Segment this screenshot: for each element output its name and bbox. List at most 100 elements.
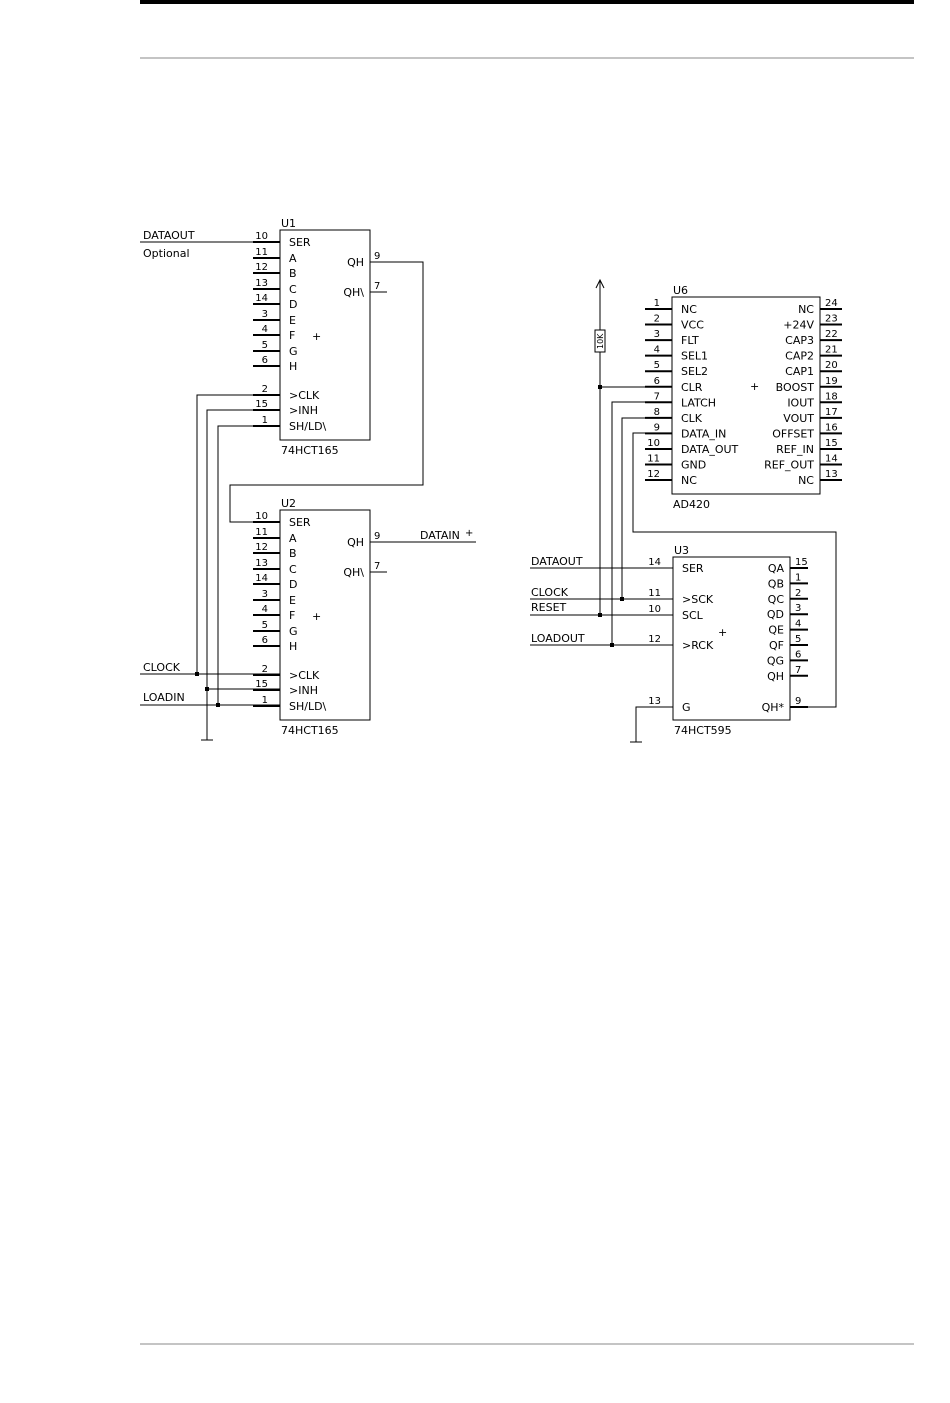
- chip-u1-part: 74HCT165: [281, 444, 339, 457]
- pin-number: 1: [262, 695, 268, 706]
- pin-number: 13: [648, 696, 661, 707]
- pin-number: 3: [795, 603, 801, 614]
- pin-name: D: [289, 298, 297, 311]
- net-label-clock-left: CLOCK: [143, 661, 181, 674]
- net-label-loadout: LOADOUT: [531, 632, 585, 645]
- pin-number: 5: [262, 620, 268, 631]
- header-bar: [140, 0, 914, 4]
- pin-number: 5: [795, 634, 801, 645]
- pin-number: 5: [654, 360, 660, 371]
- vcc-arrow-head: [595, 278, 605, 289]
- pin-number: 14: [648, 557, 661, 568]
- pin-number: 18: [825, 391, 838, 402]
- pin-number: 9: [374, 531, 380, 542]
- pin-name: QD: [767, 608, 784, 621]
- pin-name: C: [289, 283, 297, 296]
- pin-name: >SCK: [682, 593, 714, 606]
- pin-name: QH: [347, 536, 364, 549]
- pin-name: QH\: [343, 286, 364, 299]
- pin-name: SCL: [682, 609, 704, 622]
- pin-name: C: [289, 563, 297, 576]
- pin-name: FLT: [681, 334, 699, 347]
- pin-name: NC: [681, 303, 697, 316]
- pin-number: 2: [262, 664, 268, 675]
- wire-clock-to-u1: [196, 394, 280, 674]
- pin-name: QH*: [762, 701, 785, 714]
- pin-name: QB: [768, 577, 784, 590]
- net-label-dataout-right: DATAOUT: [531, 555, 583, 568]
- net-note-optional: Optional: [143, 247, 190, 260]
- wire-datain-loop: [632, 432, 837, 708]
- pin-name: QF: [769, 639, 784, 652]
- chip-u3-ref: U3: [674, 544, 689, 557]
- pin-name: QH: [767, 670, 784, 683]
- pin-number: 9: [654, 422, 660, 433]
- pin-name: B: [289, 547, 297, 560]
- chip-u1-ref: U1: [281, 217, 296, 230]
- chip-u6-part: AD420: [673, 498, 710, 511]
- pin-number: 13: [255, 278, 268, 289]
- pin-name: NC: [798, 303, 814, 316]
- pin-name: G: [682, 701, 691, 714]
- pin-number: 3: [262, 589, 268, 600]
- pin-number: 24: [825, 298, 838, 309]
- wire-u1qh-to-u2ser: [229, 261, 424, 523]
- pin-number: 6: [795, 649, 801, 660]
- pin-name: >INH: [289, 684, 318, 697]
- pin-number: 12: [255, 262, 268, 273]
- pin-number: 11: [647, 454, 660, 465]
- pin-name: OFFSET: [772, 427, 814, 440]
- pin-number: 3: [262, 309, 268, 320]
- pin-number: 14: [825, 454, 838, 465]
- pin-name: SH/LD\: [289, 700, 327, 713]
- pin-number: 15: [795, 557, 808, 568]
- chip-u6-body: [671, 296, 821, 495]
- pin-name: NC: [798, 474, 814, 487]
- pin-number: 11: [255, 247, 268, 258]
- chip-u3-body: [672, 556, 791, 721]
- pin-name: QA: [768, 562, 785, 575]
- pin-name: DATA_IN: [681, 427, 726, 440]
- junctions-left: [195, 672, 220, 707]
- pin-name: CAP3: [785, 334, 814, 347]
- pin-number: 13: [255, 558, 268, 569]
- chip-u6-plus: +: [750, 380, 759, 393]
- pin-name: >INH: [289, 404, 318, 417]
- pin-name: VOUT: [783, 412, 814, 425]
- pin-name: CAP2: [785, 350, 814, 363]
- pin-number: 4: [654, 345, 660, 356]
- pin-number: 10: [255, 511, 268, 522]
- pin-name: SER: [682, 562, 704, 575]
- pin-name: QE: [768, 624, 784, 637]
- pin-number: 20: [825, 360, 838, 371]
- pin-name: >RCK: [682, 639, 714, 652]
- pin-name: +24V: [783, 319, 814, 332]
- pin-number: 13: [825, 469, 838, 480]
- pin-name: REF_OUT: [764, 459, 814, 472]
- pin-number: 16: [825, 422, 838, 433]
- pin-name: G: [289, 625, 298, 638]
- junction-dot: [610, 643, 614, 647]
- pin-name: G: [289, 345, 298, 358]
- pin-number: 11: [255, 527, 268, 538]
- pin-name: GND: [681, 459, 706, 472]
- wire-loadin-to-u1: [217, 425, 280, 705]
- pin-number: 1: [795, 572, 801, 583]
- pin-number: 17: [825, 407, 838, 418]
- pin-number: 7: [654, 391, 660, 402]
- pin-name: SEL1: [681, 350, 708, 363]
- pin-number: 10: [255, 231, 268, 242]
- pin-name: QH\: [343, 566, 364, 579]
- net-label-loadin: LOADIN: [143, 691, 185, 704]
- pin-name: QH: [347, 256, 364, 269]
- wire-g-ground: [635, 706, 673, 742]
- pin-name: >CLK: [289, 389, 320, 402]
- pin-number: 15: [825, 438, 838, 449]
- pin-name: A: [289, 252, 297, 265]
